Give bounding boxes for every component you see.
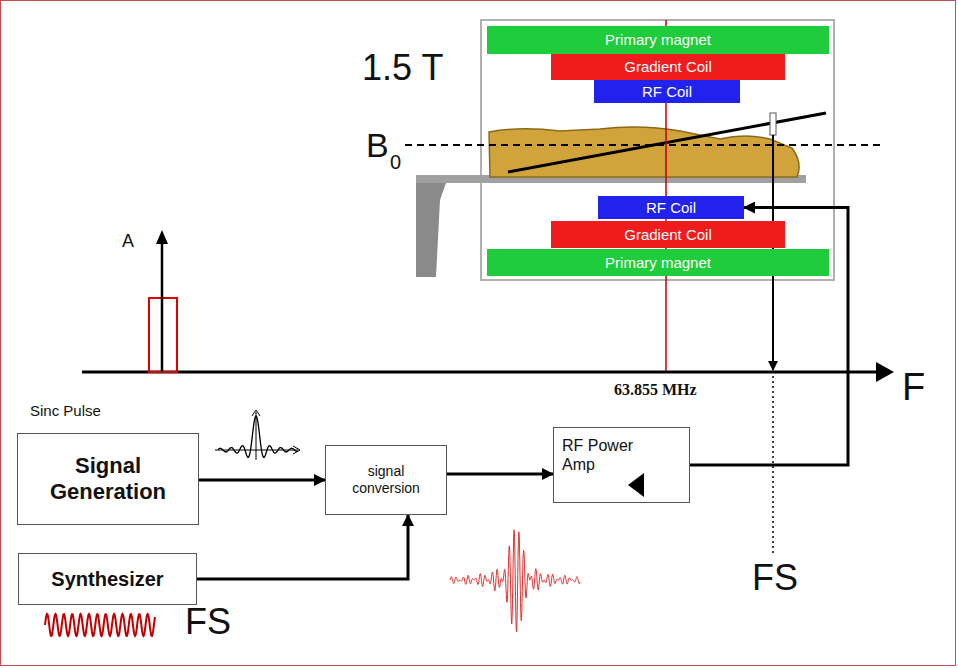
sinc-vertical-axis — [256, 412, 257, 460]
scanner-housing — [481, 20, 834, 280]
amplifier-symbol — [626, 472, 648, 498]
gradient-coil-band: Gradient Coil — [551, 54, 785, 80]
subscript-label: 0 — [390, 152, 401, 172]
signal-name: FS — [185, 604, 231, 640]
patient-body — [489, 127, 799, 177]
signal-arrow — [199, 479, 325, 482]
amplitude-label: A — [122, 232, 134, 250]
process-box: signal conversion — [325, 445, 447, 515]
box-label: RF Coil — [646, 199, 696, 217]
signal-name: FS — [752, 560, 798, 596]
box-label: Primary magnet — [605, 31, 711, 49]
sinc-pulse-icon — [218, 416, 298, 457]
primary-magnet-band: Primary magnet — [487, 249, 829, 276]
box-label: signal conversion — [341, 463, 431, 497]
box-label: Gradient Coil — [624, 58, 712, 76]
gradient-coil-band: Gradient Coil — [551, 221, 785, 248]
rf-coil-band: RF Coil — [594, 80, 740, 103]
amplitude-arrow — [161, 240, 164, 372]
axis-label: F — [902, 368, 925, 406]
synthesizer-sine-wave — [45, 614, 155, 636]
box-label: Signal Generation — [28, 453, 188, 506]
slice-marker — [770, 113, 776, 135]
field-label: B — [366, 128, 389, 162]
box-label: Primary magnet — [605, 254, 711, 272]
signal-name: Sinc Pulse — [30, 403, 101, 418]
primary-magnet-band: Primary magnet — [487, 26, 829, 54]
gradient-line — [508, 113, 826, 172]
box-label: RF Power Amp — [562, 436, 642, 474]
amplifier-box: RF Power Amp — [553, 427, 690, 503]
table-pedestal — [416, 183, 446, 277]
signal-arrow — [447, 473, 553, 476]
box-label: Gradient Coil — [624, 226, 712, 244]
box-label: RF Coil — [642, 83, 692, 101]
amplitude-arrowhead — [156, 230, 168, 244]
axis-arrowhead — [876, 362, 894, 382]
frequency-value: 63.855 MHz — [614, 382, 697, 398]
frequency-axis — [82, 371, 888, 374]
process-box: Signal Generation — [17, 433, 199, 525]
signal-arrow — [197, 515, 408, 579]
field-strength-label: 1.5 T — [362, 50, 443, 86]
modulated-sinc-wave — [450, 530, 580, 632]
process-box: Synthesizer — [18, 553, 197, 605]
box-label: Synthesizer — [51, 567, 163, 591]
rf-coil-band: RF Coil — [598, 196, 744, 219]
